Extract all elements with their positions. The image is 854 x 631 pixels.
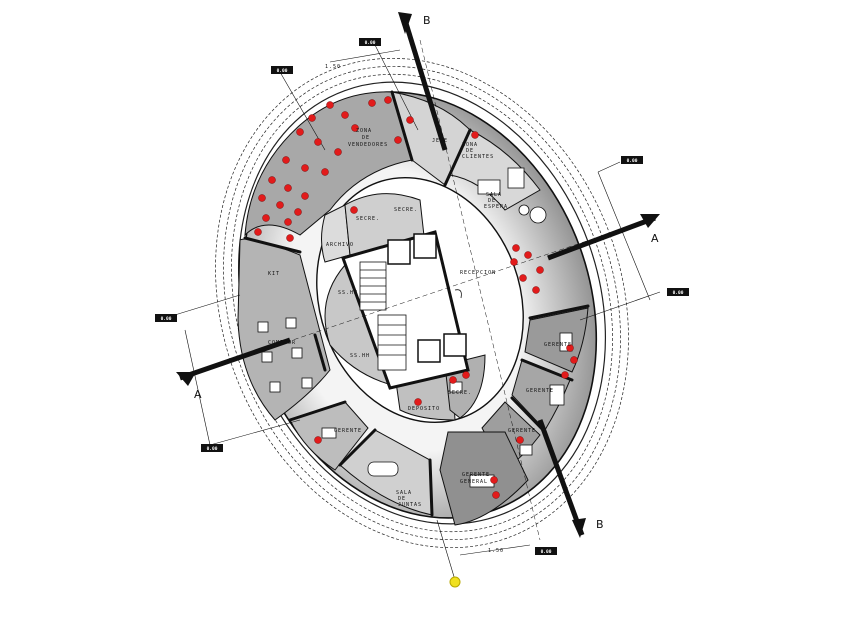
level-tag-5: 0.00 [161,316,172,322]
level-tags: 0.00 0.00 0.00 0.00 0.00 0.00 0.00 [155,38,689,555]
north-marker [449,576,461,588]
room-label-sala-espera-1: SALA [486,192,502,198]
room-label-gerente-3: GERENTE [508,428,536,434]
seat-markers [254,96,578,499]
gray-zones [237,91,589,526]
central-core [341,230,470,390]
elevator-3 [417,339,441,363]
elevator-2 [413,233,437,259]
section-label-a-left: A [194,388,202,401]
room-label-kit: KIT [268,271,280,277]
section-label-a-right: A [651,232,659,245]
room-label-zona-vendedores-1: ZONA [356,128,372,134]
dimension-text-top: 1.50 [325,64,341,70]
room-label-zona-clientes-1: ZONA [462,142,478,148]
walls [243,90,590,517]
room-label-gerente-1: GERENTE [544,342,572,348]
room-label-ss-hh-1: SS.HH [338,290,358,296]
room-label-recepcion: RECEPCION [460,270,496,276]
room-label-secretaria: SECRE. [356,216,380,222]
room-label-deposito: DEPOSITO [408,406,440,412]
room-label-sala-espera-3: ESPERA [484,204,508,210]
room-labels: ZONA DE VENDEDORES JEFE ZONA DE CLIENTES… [268,128,572,508]
zone-clientes [449,129,541,211]
elevator-1 [387,239,411,265]
room-label-gerente-4: GERENTE [334,428,362,434]
room-label-zona-clientes-3: CLIENTES [462,154,494,160]
section-label-b-bottom: B [596,518,604,531]
room-label-secretaria-2: SECRE. [448,390,472,396]
room-label-zona-vendedores-3: VENDEDORES [348,142,388,148]
dimension-text-bottom: 1.50 [488,548,504,554]
level-tag-1: 0.00 [365,40,376,46]
level-tag-3: 0.00 [627,158,638,164]
level-tag-7: 0.00 [541,549,552,555]
furniture [257,167,573,488]
room-label-sala-espera-2: DE [488,198,496,204]
room-label-zona-vendedores-2: DE [362,135,370,141]
section-label-b-top: B [423,14,431,27]
section-labels: B B A A [194,14,659,531]
level-tag-4: 0.00 [673,290,684,296]
room-label-secretaria-b: SECRE. [394,207,418,213]
section-lines [176,12,660,541]
room-label-zona-clientes-2: DE [466,148,474,154]
dimension-lines [164,44,661,581]
room-label-sala-juntas-2: DE [398,496,406,502]
stair [359,261,407,371]
elevator-4 [443,333,467,357]
zone-gerente-1 [524,307,589,373]
room-label-gerente-general-2: GENERAL [460,479,488,485]
level-tag-2: 0.00 [277,68,288,74]
room-label-ss-hh-2: SS.HH [350,353,370,359]
room-label-comedor: COMEDOR [268,340,296,346]
room-label-archivo: ARCHIVO [326,242,354,248]
room-label-gerente-general-1: GERENTE [462,472,490,478]
level-tag-6: 0.00 [207,446,218,452]
room-label-sala-juntas-3: JUNTAS [398,502,422,508]
room-label-jefe: JEFE [432,138,448,144]
zone-vendedores [244,91,413,237]
room-label-sala-juntas-1: SALA [396,490,412,496]
room-label-gerente-2: GERENTE [526,388,554,394]
